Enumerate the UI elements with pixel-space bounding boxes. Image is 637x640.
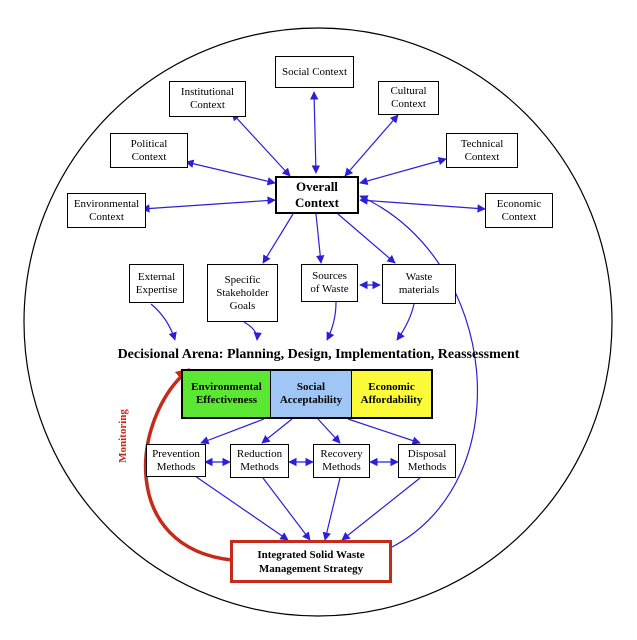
social-acceptability-cell: Social Acceptability — [270, 369, 352, 419]
technical-context-label: Technical Context — [460, 137, 504, 163]
stakeholder-goals-box: Specific Stakeholder Goals — [207, 264, 278, 322]
arrow-political — [185, 159, 276, 186]
external-expertise-label: External Expertise — [135, 270, 178, 296]
institutional-context-box: Institutional Context — [169, 81, 246, 117]
monitoring-label: Monitoring — [117, 409, 129, 463]
arrow-to-disposal — [347, 418, 421, 445]
social-acceptability-label: Social Acceptability — [279, 381, 343, 406]
arrow-to-reduction — [261, 418, 293, 444]
arrow-cultural — [344, 114, 399, 177]
arrow-recovery-strategy — [322, 477, 341, 541]
arrow-reduction-strategy — [262, 477, 311, 541]
economic-context-box: Economic Context — [485, 193, 553, 228]
arrow-environmental — [141, 196, 276, 213]
arrow-to-recovery — [317, 418, 341, 444]
environmental-effectiveness-label: Environmental Effectiveness — [191, 381, 262, 406]
cultural-context-label: Cultural Context — [390, 85, 427, 110]
arrow-strategy-overall — [359, 195, 478, 548]
integrated-strategy-label: Integrated Solid Waste Management Strate… — [257, 548, 365, 575]
environmental-context-label: Environmental Context — [73, 197, 140, 223]
cultural-context-box: Cultural Context — [378, 81, 439, 115]
political-context-box: Political Context — [110, 133, 188, 168]
integrated-strategy-box: Integrated Solid Waste Management Strate… — [230, 540, 392, 583]
arrow-stakeholder-arena — [243, 321, 262, 341]
environmental-effectiveness-cell: Environmental Effectiveness — [181, 369, 271, 419]
economic-affordability-cell: Economic Affordability — [351, 369, 433, 419]
economic-affordability-label: Economic Affordability — [360, 381, 423, 406]
waste-materials-label: Waste materials — [398, 271, 440, 296]
waste-materials-box: Waste materials — [382, 264, 456, 304]
recovery-methods-box: Recovery Methods — [313, 444, 370, 478]
arrow-to-materials — [337, 213, 396, 264]
reduction-methods-label: Reduction Methods — [236, 448, 283, 473]
recovery-methods-label: Recovery Methods — [320, 448, 363, 473]
stakeholder-goals-label: Specific Stakeholder Goals — [216, 273, 269, 312]
overall-context-label: Overall Context — [294, 179, 340, 210]
environmental-context-box: Environmental Context — [67, 193, 146, 228]
arrow-sources-arena — [326, 301, 337, 341]
arrow-materials-arena — [396, 303, 415, 341]
outer-circle — [23, 27, 613, 617]
social-context-box: Social Context — [275, 56, 354, 88]
arrow-social — [309, 91, 321, 174]
arrow-prevention-strategy — [194, 475, 289, 541]
overall-context-box: Overall Context — [275, 176, 359, 214]
arrow-external-arena — [150, 303, 177, 341]
decisional-arena-title: Decisional Arena: Planning, Design, Impl… — [117, 347, 520, 362]
sources-of-waste-label: Sources of Waste — [310, 270, 349, 295]
social-context-label: Social Context — [281, 65, 348, 78]
prevention-methods-label: Prevention Methods — [152, 447, 200, 473]
technical-context-box: Technical Context — [446, 133, 518, 168]
arrow-to-sources — [315, 213, 325, 264]
arrow-institutional — [231, 112, 291, 177]
disposal-methods-box: Disposal Methods — [398, 444, 456, 478]
monitoring-arrow — [143, 368, 233, 562]
institutional-context-label: Institutional Context — [180, 86, 235, 111]
external-expertise-box: External Expertise — [129, 264, 184, 303]
arrow-to-prevention — [200, 418, 265, 445]
arrow-economic — [359, 196, 486, 213]
political-context-label: Political Context — [130, 137, 168, 163]
disposal-methods-label: Disposal Methods — [407, 448, 447, 473]
arrow-disposal-strategy — [341, 477, 421, 541]
reduction-methods-box: Reduction Methods — [230, 444, 289, 478]
prevention-methods-box: Prevention Methods — [146, 444, 206, 477]
arrow-technical — [359, 156, 447, 186]
economic-context-label: Economic Context — [496, 197, 542, 223]
arrow-to-stakeholder — [262, 213, 294, 264]
sources-of-waste-box: Sources of Waste — [301, 264, 358, 302]
